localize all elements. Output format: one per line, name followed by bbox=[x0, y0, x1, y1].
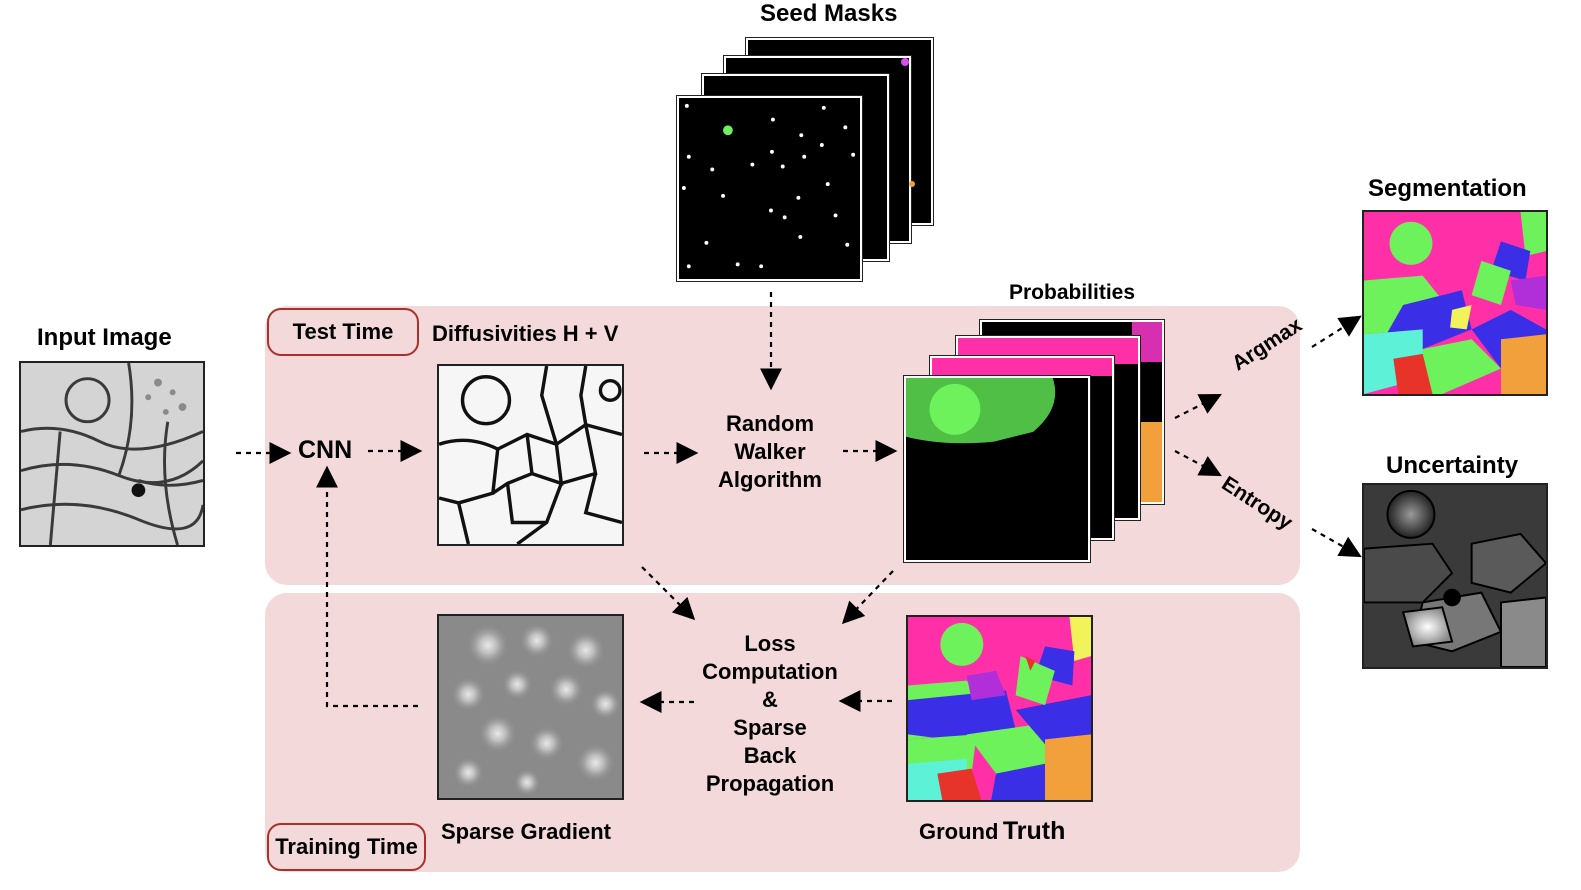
sparse-gradient-title: Sparse Gradient bbox=[441, 819, 611, 844]
cnn-label: CNN bbox=[298, 436, 353, 464]
uncertainty-title: Uncertainty bbox=[1386, 452, 1519, 479]
probability-card-1 bbox=[903, 375, 1091, 563]
arrow-diffusivities-to-loss bbox=[641, 566, 696, 621]
seed-mask-orange-dot bbox=[909, 181, 915, 187]
test-time-tag: Test Time bbox=[267, 308, 419, 356]
probabilities-title: Probabilities bbox=[1009, 281, 1136, 304]
diffusivities-title: Diffusivities H + V bbox=[432, 321, 619, 346]
arrow-probabilities-to-entropy bbox=[1174, 450, 1222, 477]
input-image bbox=[19, 361, 205, 547]
input-image-title: Input Image bbox=[37, 324, 172, 351]
random-walker-label: Random Walker Algorithm bbox=[718, 411, 822, 492]
arrow-probabilities-to-segmentation bbox=[1174, 393, 1222, 419]
diffusivities-image bbox=[437, 364, 624, 546]
arrow-entropy-to-uncertainty bbox=[1311, 528, 1362, 558]
seed-mask-magenta-dot bbox=[901, 58, 909, 66]
seed-masks-title: Seed Masks bbox=[760, 0, 898, 27]
sparse-gradient-image bbox=[437, 614, 624, 800]
arrow-probabilities-to-loss bbox=[841, 570, 894, 625]
segmentation-image bbox=[1362, 210, 1548, 396]
segmentation-title: Segmentation bbox=[1368, 175, 1527, 202]
training-time-tag: Training Time bbox=[267, 823, 426, 871]
uncertainty-image bbox=[1362, 483, 1548, 669]
loss-computation-label: Loss Computation & Sparse Back Propagati… bbox=[702, 631, 838, 796]
ground-truth-image bbox=[906, 615, 1093, 802]
seed-mask-card-1 bbox=[676, 95, 863, 282]
arrow-argmax-to-segmentation bbox=[1311, 315, 1362, 348]
ground-truth-title: Ground Truth bbox=[919, 817, 1066, 845]
arrow-gradient-to-cnn bbox=[316, 465, 418, 708]
